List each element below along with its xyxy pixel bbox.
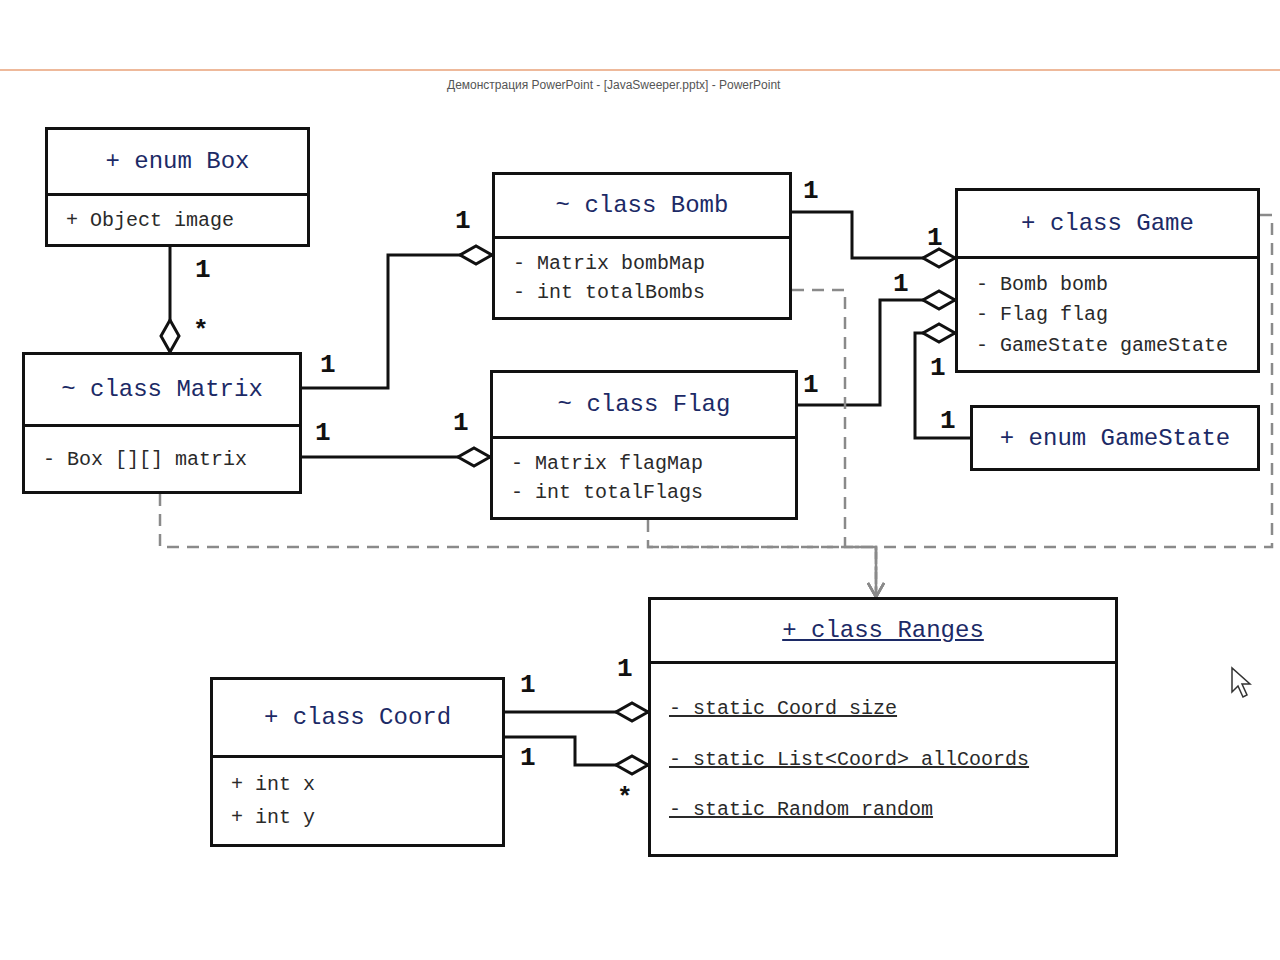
aggregation-diamond [458, 448, 490, 466]
multiplicity: 1 [195, 257, 211, 283]
dependency-line [792, 290, 884, 597]
class-body: - static Coord size - static List<Coord> … [651, 664, 1115, 854]
connector-path [648, 520, 876, 597]
title-rule [0, 69, 1280, 71]
multiplicity: 1 [453, 410, 469, 436]
aggregation-line [161, 247, 179, 352]
aggregation-line [798, 291, 955, 405]
class-name: + enum Box [105, 148, 249, 175]
class-name: ~ class Matrix [61, 376, 263, 403]
window-title: Демонстрация PowerPoint - [JavaSweeper.p… [447, 79, 780, 91]
class-member: - Matrix flagMap [511, 452, 703, 475]
aggregation-diamond [923, 324, 955, 342]
mouse-cursor [1232, 668, 1250, 697]
aggregation-diamond [923, 291, 955, 309]
class-name: ~ class Flag [558, 391, 731, 418]
class-body: - Matrix flagMap - int totalFlags [493, 439, 795, 517]
class-member: - static Coord size [669, 697, 897, 720]
multiplicity: 1 [927, 225, 943, 251]
aggregation-line [505, 737, 648, 774]
connector-path [798, 300, 955, 405]
class-member: + int x [231, 773, 315, 796]
class-box: ~ class Bomb - Matrix bombMap - int totalB… [492, 172, 792, 320]
multiplicity: 1 [320, 352, 336, 378]
class-member: - Box [][] matrix [43, 448, 247, 471]
class-header: + class Game [958, 191, 1257, 259]
aggregation-diamond [923, 249, 955, 267]
class-member: - int totalBombs [513, 281, 705, 304]
class-header: + class Coord [213, 680, 502, 758]
class-member: - Flag flag [976, 303, 1108, 326]
multiplicity: 1 [455, 208, 471, 234]
class-name: + enum GameState [1000, 425, 1230, 452]
aggregation-diamond [616, 703, 648, 721]
multiplicity: 1 [520, 672, 536, 698]
class-name: + class Game [1021, 210, 1194, 237]
multiplicity: 1 [893, 271, 909, 297]
class-member: - GameState gameState [976, 334, 1228, 357]
aggregation-diamond [460, 246, 492, 264]
class-box: + class Ranges- static Coord size- stati… [648, 597, 1118, 857]
aggregation-line [792, 212, 955, 267]
class-box: + class Game - Bomb bomb - Flag flag - Game… [955, 188, 1260, 373]
aggregation-diamond [616, 756, 648, 774]
class-member: - int totalFlags [511, 481, 703, 504]
multiplicity: 1 [930, 355, 946, 381]
class-box: + enum GameState [970, 405, 1260, 471]
aggregation-diamond [161, 320, 179, 352]
class-member: - static List<Coord> allCoords [669, 748, 1029, 771]
class-header: ~ class Matrix [25, 355, 299, 427]
class-header: ~ class Flag [493, 373, 795, 439]
class-box: + enum Box + Object image [45, 127, 310, 247]
multiplicity: * [617, 785, 633, 811]
class-member: - static Random random [669, 798, 933, 821]
multiplicity: 1 [803, 372, 819, 398]
class-body: + Object image [48, 196, 307, 244]
class-header: ~ class Bomb [495, 175, 789, 239]
class-box: + class Coord + int x + int y [210, 677, 505, 847]
class-name: + class Ranges [782, 617, 984, 644]
dependency-arrowhead [868, 583, 884, 597]
class-header: + class Ranges [651, 600, 1115, 664]
class-box: ~ class Matrix - Box [][] matrix [22, 352, 302, 494]
multiplicity: * [193, 318, 209, 344]
connector-path [792, 212, 955, 258]
aggregation-line [302, 246, 492, 388]
multiplicity: 1 [315, 420, 331, 446]
class-body: - Box [][] matrix [25, 427, 299, 491]
aggregation-line [302, 448, 490, 466]
class-name: ~ class Bomb [556, 192, 729, 219]
dependency-line [648, 520, 884, 597]
class-body: - Matrix bombMap - int totalBombs [495, 239, 789, 317]
class-box: ~ class Flag - Matrix flagMap - int totalF… [490, 370, 798, 520]
class-body: - Bomb bomb - Flag flag - GameState gameSt… [958, 259, 1257, 370]
class-body: + int x + int y [213, 758, 502, 844]
class-member: + int y [231, 806, 315, 829]
class-member: + Object image [66, 209, 234, 232]
class-header: + enum Box [48, 130, 307, 196]
multiplicity: 1 [520, 745, 536, 771]
multiplicity: 1 [940, 408, 956, 434]
aggregation-line [505, 703, 648, 721]
class-member: - Matrix bombMap [513, 252, 705, 275]
multiplicity: 1 [803, 178, 819, 204]
class-name: + class Coord [264, 704, 451, 731]
multiplicity: 1 [617, 656, 633, 682]
class-header: + enum GameState [973, 408, 1257, 468]
connector-path [302, 255, 492, 388]
connector-path [792, 290, 876, 597]
class-member: - Bomb bomb [976, 273, 1108, 296]
